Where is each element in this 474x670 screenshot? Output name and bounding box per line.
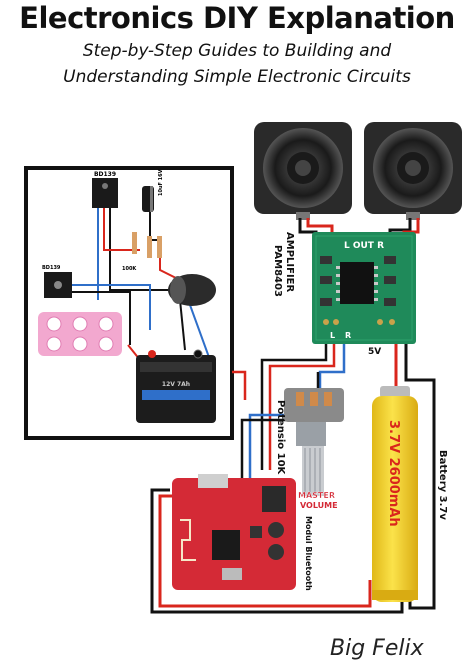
master-label: MASTER — [298, 491, 335, 500]
inset-circuit: BD139 10uF 16V 100K BD139 — [24, 166, 234, 440]
wire-5v-black — [404, 344, 436, 610]
transistor-left-label: BD139 — [42, 265, 61, 271]
inset-wire-blue2 — [72, 284, 151, 330]
transistor-top — [92, 178, 118, 208]
page-subtitle-line1: Step-by-Step Guides to Building and — [82, 41, 392, 61]
battery-cell — [372, 386, 418, 602]
amp-title: AMPLIFIER — [284, 232, 295, 292]
wire-amp-blue-in — [318, 344, 346, 395]
wire-bt-black-loop — [150, 488, 404, 614]
credit: Big Felix — [330, 636, 424, 661]
resistor-3 — [157, 236, 162, 258]
audio-jack — [262, 486, 286, 512]
amp-top-label: L OUT R — [344, 241, 384, 251]
amp-chip — [340, 262, 374, 304]
transistor-top-label: BD139 — [94, 171, 116, 178]
usb-port — [198, 474, 228, 488]
resistor-2 — [147, 236, 152, 258]
amplifier-board: L OUT R L R 5V — [312, 232, 416, 357]
amp-left-label: L — [330, 331, 335, 340]
resistor-label: 100K — [122, 266, 137, 272]
wire-pot-black — [240, 418, 300, 500]
capacitor-label: 10uF 16V — [158, 169, 164, 196]
antenna-trace — [180, 519, 196, 561]
bt-chip — [212, 530, 240, 560]
wire-pot-blue — [248, 413, 296, 500]
bluetooth-module-label: Modul Bluetooth — [304, 516, 313, 591]
inset-wire-black3 — [72, 291, 131, 345]
battery-side-label: Battery 3.7v — [437, 450, 448, 520]
wire-inset-red — [232, 370, 247, 400]
volume-label: VOLUME — [300, 501, 338, 510]
wire-amp-red-in — [268, 344, 336, 470]
speaker-right — [364, 122, 462, 220]
potentiometer — [284, 388, 344, 496]
page-title: Electronics DIY Explanation — [19, 1, 455, 35]
amp-model: PAM8403 — [272, 245, 283, 297]
amp-power-label: 5V — [368, 347, 381, 357]
inset-wire-red1 — [103, 208, 140, 251]
inset-wire-black4 — [179, 299, 186, 351]
wire-bt-red-loop — [158, 494, 372, 608]
speaker-left — [254, 122, 352, 220]
battery-body-text: 3.7V 2600mAh — [386, 420, 401, 527]
page-subtitle-line2: Understanding Simple Electronic Circuits — [63, 67, 411, 87]
potentiometer-label: Potensio 10K — [275, 400, 286, 476]
resistor-1 — [132, 232, 137, 254]
bluetooth-module — [172, 474, 296, 590]
amp-right-label: R — [345, 331, 351, 340]
inset-battery-label: 12V 7Ah — [162, 381, 190, 388]
